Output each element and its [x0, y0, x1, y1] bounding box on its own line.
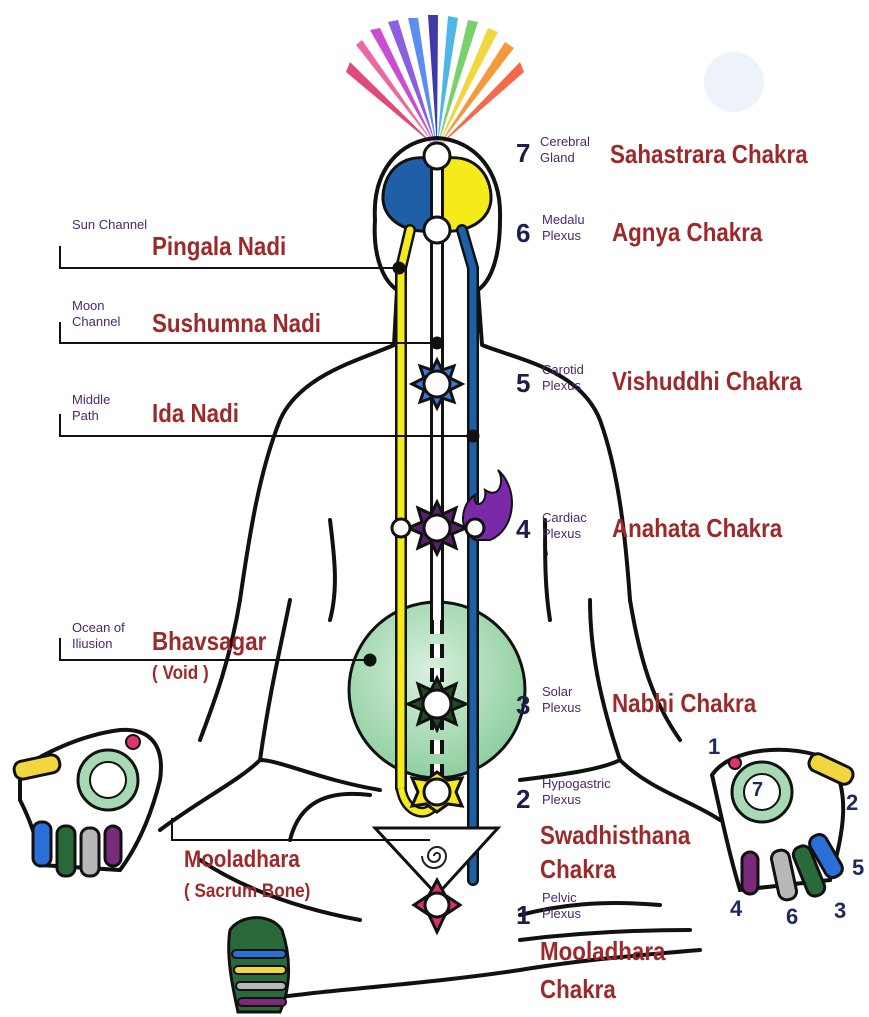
chakra-1-number: 1 [516, 902, 530, 928]
chakra-1-name: Mooladhara Chakra [540, 932, 712, 1008]
chakra-4-plexus: Cardiac Plexus [542, 510, 608, 542]
ida-desc: Middle Path [72, 392, 132, 424]
chakra-6-name: Agnya Chakra [612, 219, 762, 245]
chakra-3-name: Nabhi Chakra [612, 690, 756, 716]
sahastrara-node [424, 143, 450, 169]
bangles [229, 918, 289, 1012]
hand-number-2: 2 [846, 792, 858, 814]
chakra-7-name: Sahastrara Chakra [610, 141, 808, 167]
chakra-7-plexus: Cerebral Gland [540, 134, 608, 166]
hand-number-3: 3 [834, 900, 846, 922]
chakra-3-number: 3 [516, 692, 530, 718]
hand-number-6: 6 [786, 906, 798, 928]
bhavsagar-name: Bhavsagar [152, 628, 266, 654]
chakra-2-number: 2 [516, 786, 530, 812]
chakra-6-plexus: Medalu Plexus [542, 212, 604, 244]
pingala-name: Pingala Nadi [152, 233, 286, 259]
pingala-desc: Sun Channel [72, 217, 147, 233]
chakra-4-name: Anahata Chakra [612, 515, 782, 541]
mooladhara-base-name: Mooladhara [184, 848, 300, 872]
hand-number-5: 5 [852, 857, 864, 879]
sushumna-desc: Moon Channel [72, 298, 142, 330]
chakra-6-number: 6 [516, 220, 530, 246]
left-hand [13, 730, 161, 876]
right-hand [712, 750, 856, 902]
chakra-2-plexus: Hypogastric Plexus [542, 776, 652, 808]
chakra-3-plexus: Solar Plexus [542, 684, 604, 716]
agnya-node [424, 217, 450, 243]
chakra-1-plexus: Pelvic Plexus [542, 890, 604, 922]
chakra-5-name: Vishuddhi Chakra [612, 368, 802, 394]
bhavsagar-note: ( Void ) [152, 664, 209, 683]
sushumna-name: Sushumna Nadi [152, 310, 321, 336]
chakra-5-number: 5 [516, 370, 530, 396]
chakra-2-name: Swadhisthana Chakra [540, 818, 712, 886]
hand-number-1: 1 [708, 736, 720, 758]
chakra-5-plexus: Carotid Plexus [542, 362, 604, 394]
moon-icon-glow [704, 52, 764, 112]
ida-name: Ida Nadi [152, 400, 239, 426]
bhavsagar-desc: Ocean of Iliusion [72, 620, 142, 652]
hand-number-4: 4 [730, 898, 742, 920]
crown-rays [346, 15, 524, 148]
palm-number-7: 7 [752, 780, 763, 800]
chakra-7-number: 7 [516, 140, 530, 166]
mooladhara-base-note: ( Sacrum Bone) [184, 882, 310, 901]
chakra-4-number: 4 [516, 516, 530, 542]
